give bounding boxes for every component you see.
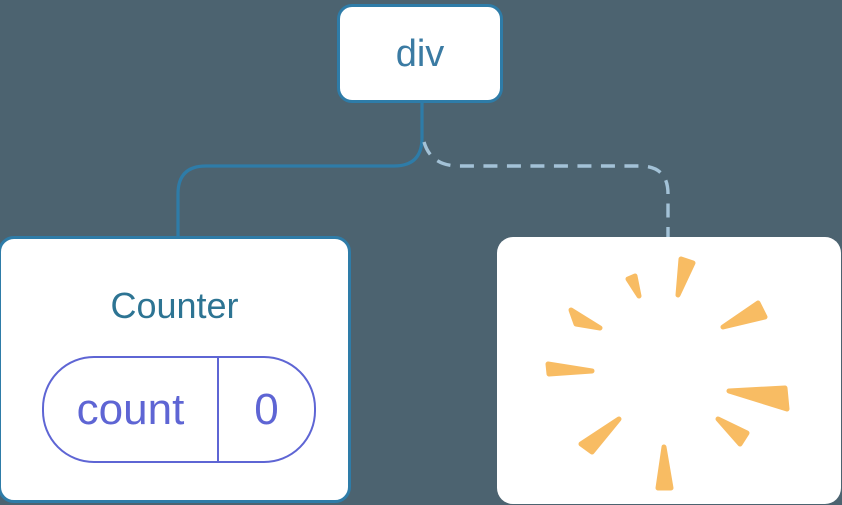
state-key-label: count bbox=[44, 358, 219, 461]
spark-ray bbox=[726, 385, 790, 412]
spark-ray bbox=[715, 416, 750, 447]
tree-node-counter: Counter count 0 bbox=[0, 236, 351, 503]
connector-div-to-counter bbox=[176, 103, 424, 236]
spark-ray bbox=[568, 307, 603, 331]
tree-node-div: div bbox=[337, 4, 503, 103]
state-value-label: 0 bbox=[254, 384, 279, 434]
root-node-label: div bbox=[395, 32, 445, 75]
spark-ray bbox=[655, 444, 674, 491]
spark-ray bbox=[578, 416, 622, 455]
spark-ray bbox=[545, 361, 595, 377]
spark-ray bbox=[675, 256, 696, 298]
poof-sparkle-icon bbox=[545, 256, 790, 491]
spark-ray bbox=[720, 300, 768, 330]
component-title: Counter bbox=[110, 285, 239, 326]
tree-node-removed bbox=[497, 237, 841, 504]
spark-ray bbox=[625, 273, 642, 299]
state-pill: count 0 bbox=[42, 356, 316, 463]
connector-div-to-removed bbox=[422, 141, 670, 238]
